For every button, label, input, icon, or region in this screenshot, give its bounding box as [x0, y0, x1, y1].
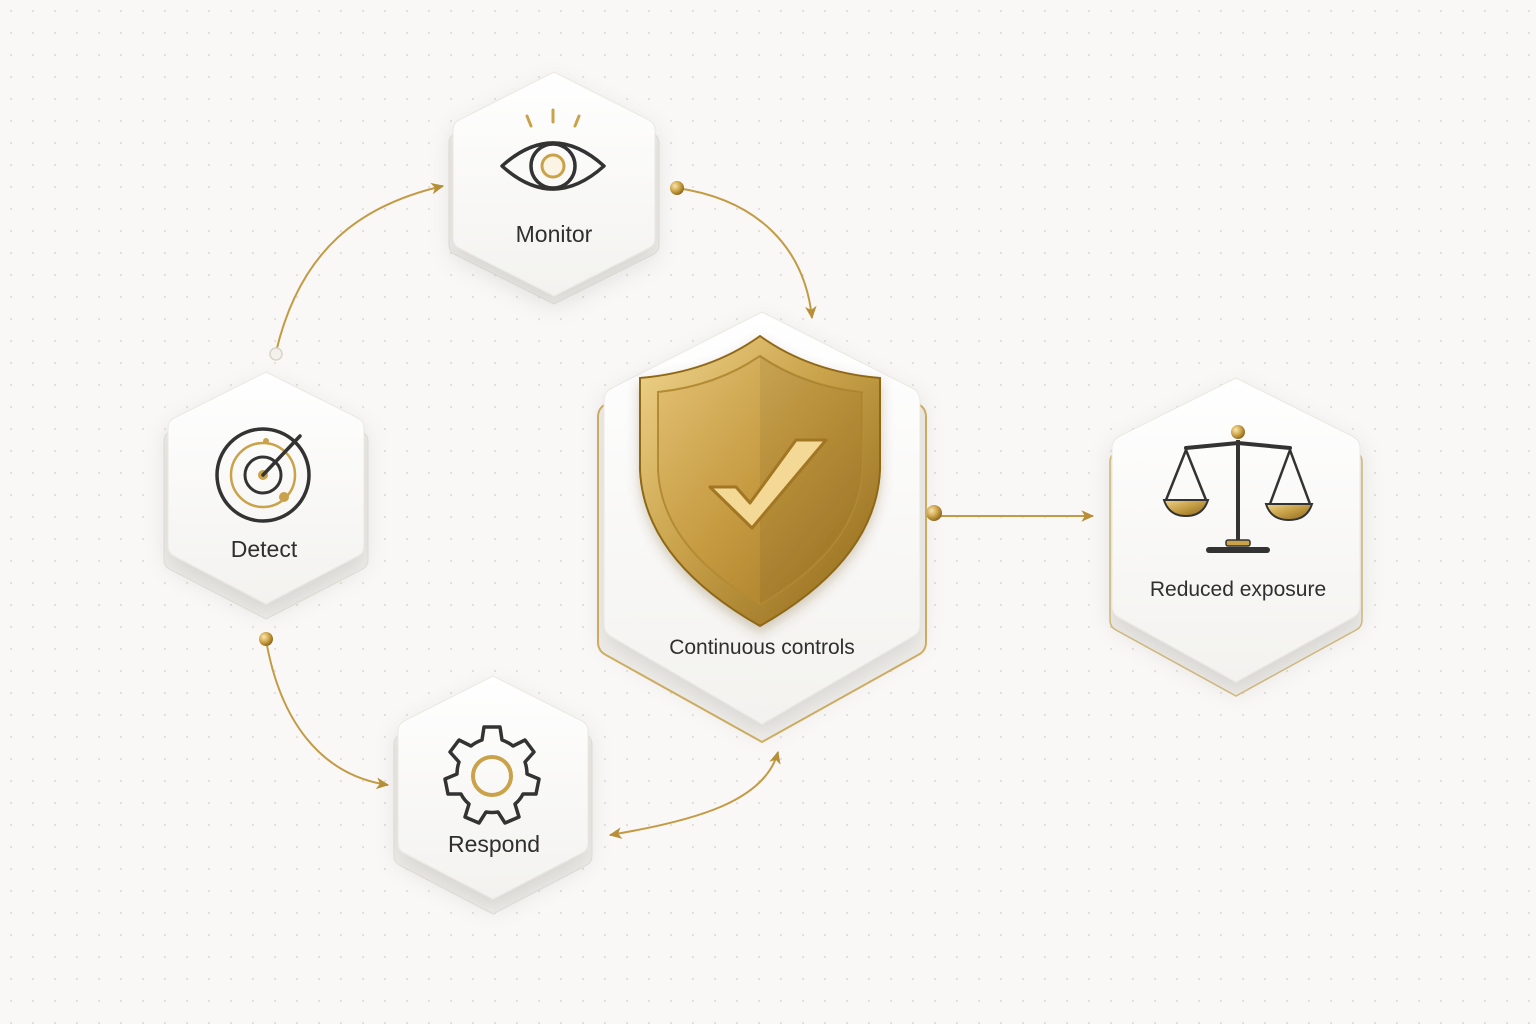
connector-respond-controls: [608, 750, 781, 839]
node-detect: Detect: [163, 371, 369, 620]
shield-check-icon: [639, 334, 881, 628]
detect-tile: [167, 371, 365, 605]
connector-dot-detect-bottom: [259, 632, 273, 646]
connector-detect-to-respond: [265, 639, 390, 790]
connector-dot-monitor: [670, 181, 684, 195]
respond-tile: [397, 675, 589, 900]
connector-detect-to-monitor: [275, 182, 445, 353]
radar-icon: [215, 427, 311, 523]
scales-icon: [1162, 425, 1314, 553]
node-respond: Respond: [393, 675, 593, 915]
connector-dot-detect-top: [269, 347, 283, 361]
monitor-tile: [452, 71, 656, 297]
connectors: [259, 181, 1095, 839]
eye-icon: [500, 108, 606, 191]
respond-label: Respond: [448, 831, 540, 857]
node-controls: Continuous controls: [597, 311, 927, 744]
outcome-label: Reduced exposure: [1150, 578, 1326, 601]
detect-label: Detect: [231, 536, 298, 562]
node-monitor: Monitor: [448, 71, 660, 305]
monitor-label: Monitor: [516, 221, 593, 247]
connector-monitor-to-controls: [676, 187, 817, 320]
connector-dot-controls: [926, 505, 942, 521]
controls-label: Continuous controls: [669, 636, 855, 659]
node-outcome: Reduced exposure: [1109, 377, 1363, 697]
gear-icon: [443, 725, 541, 825]
